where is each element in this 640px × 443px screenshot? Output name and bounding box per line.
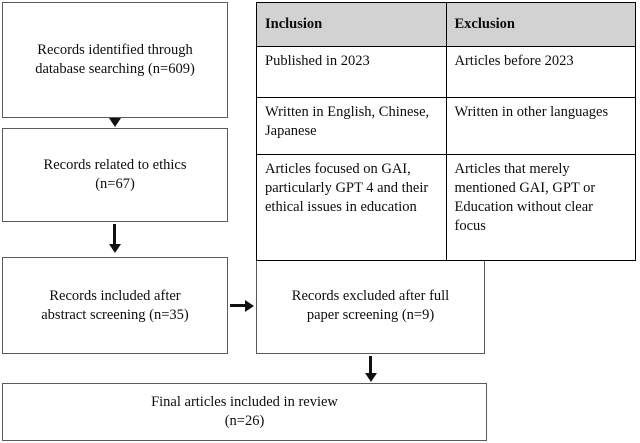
flow-box-records-included-abstract-line2: abstract screening (n=35) <box>41 306 189 323</box>
criteria-cell-exclusion-2: Written in other languages <box>445 97 636 155</box>
flow-box-records-identified: Records identified through database sear… <box>2 2 228 118</box>
criteria-cell-inclusion-2: Written in English, Chinese, Japanese <box>256 97 447 155</box>
flow-box-records-included-abstract-text: Records included after abstract screenin… <box>11 287 219 325</box>
inclusion-exclusion-criteria-table: Inclusion Exclusion Published in 2023 Ar… <box>256 2 636 261</box>
flow-box-final-articles-line2: (n=26) <box>224 413 265 429</box>
flow-box-final-articles-text: Final articles included in review (n=26) <box>11 393 478 431</box>
flow-box-final-articles-line1: Final articles included in review <box>151 394 338 411</box>
criteria-cell-inclusion-1: Published in 2023 <box>256 46 447 98</box>
flow-box-records-included-abstract-line1: Records included after <box>49 287 181 304</box>
flow-box-final-articles: Final articles included in review (n=26) <box>2 383 487 441</box>
flow-box-records-identified-line1: Records identified through <box>37 42 193 59</box>
flow-box-records-excluded-fullpaper-line2: paper screening (n=9) <box>306 306 435 323</box>
criteria-cell-inclusion-3: Articles focused on GAI, particularly GP… <box>256 154 447 261</box>
criteria-table-row: Published in 2023 Articles before 2023 <box>256 46 636 98</box>
flow-box-records-excluded-fullpaper: Records excluded after full paper screen… <box>256 257 485 354</box>
arrow-abstract-to-excluded-icon <box>230 304 247 307</box>
flow-box-records-ethics-text: Records related to ethics (n=67) <box>11 156 219 194</box>
criteria-table-header-row: Inclusion Exclusion <box>256 2 636 47</box>
flow-box-records-ethics: Records related to ethics (n=67) <box>2 128 228 222</box>
criteria-table-header-exclusion: Exclusion <box>445 2 636 47</box>
criteria-table-row: Articles focused on GAI, particularly GP… <box>256 154 636 261</box>
flow-box-records-included-abstract: Records included after abstract screenin… <box>2 257 228 354</box>
flow-box-records-identified-text: Records identified through database sear… <box>11 41 219 79</box>
criteria-table-row: Written in English, Chinese, Japanese Wr… <box>256 97 636 155</box>
flow-box-records-ethics-line2: (n=67) <box>95 176 135 192</box>
criteria-table-header-inclusion: Inclusion <box>256 2 447 47</box>
flow-box-records-ethics-line1: Records related to ethics <box>43 157 187 174</box>
criteria-cell-exclusion-3: Articles that merely mentioned GAI, GPT … <box>445 154 636 261</box>
criteria-cell-exclusion-1: Articles before 2023 <box>445 46 636 98</box>
flow-box-records-excluded-fullpaper-text: Records excluded after full paper screen… <box>265 287 476 325</box>
arrow-ethics-to-abstract-icon <box>113 224 116 246</box>
flow-box-records-identified-line2: database searching (n=609) <box>35 61 195 77</box>
arrow-excluded-to-final-icon <box>369 356 372 375</box>
flow-box-records-excluded-fullpaper-line1: Records excluded after full <box>291 287 450 304</box>
